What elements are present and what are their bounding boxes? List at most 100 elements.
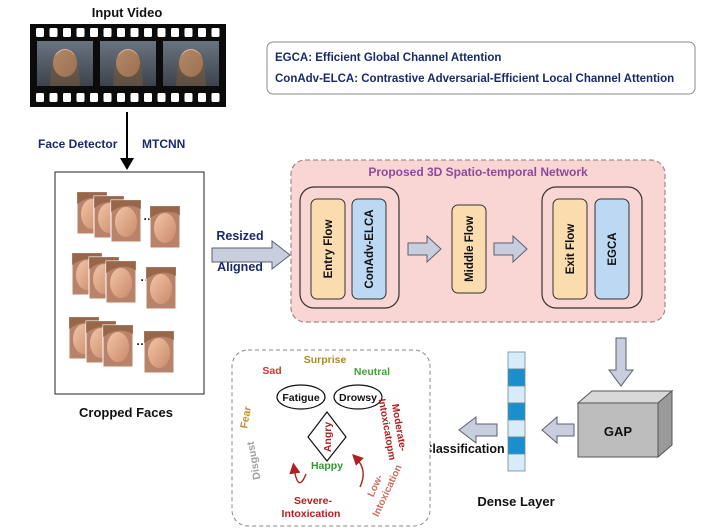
dense-layer-label: Dense Layer [477, 494, 554, 509]
arrow-network-gap [608, 337, 634, 387]
dense-neuron-cell [507, 453, 526, 472]
legend-elca-desc: : Contrastive Adversarial-Efficient Loca… [354, 73, 674, 85]
sprocket-hole [103, 28, 112, 37]
fatigue-ellipse [276, 384, 326, 410]
sprocket-hole [157, 28, 166, 37]
class-surprise: Surprise [304, 354, 347, 366]
cropped-face-image [149, 205, 181, 249]
sprocket-hole [90, 93, 98, 102]
aligned-label: Aligned [217, 260, 263, 274]
resized-label: Resized [216, 229, 263, 243]
sprocket-hole [49, 93, 58, 102]
video-frame-2 [100, 41, 156, 86]
class-neutral: Neutral [354, 366, 390, 378]
sprocket-hole [198, 93, 206, 102]
sprocket-hole [211, 93, 220, 102]
sprocket-hole [198, 28, 206, 37]
drowsy-ellipse [333, 384, 383, 410]
sprocket-hole [184, 28, 193, 37]
sprocket-hole [117, 28, 125, 37]
exit-flow-block [552, 198, 588, 300]
dense-layer [507, 351, 526, 472]
video-frame-3 [163, 41, 219, 86]
classes-panel: Surprise Sad Neutral Fatigue Drowsy Fear… [231, 349, 431, 527]
sprocket-hole [36, 28, 44, 37]
class-happy: Happy [311, 460, 343, 472]
sprocket-hole [211, 28, 220, 37]
cropped-face-image [102, 324, 134, 368]
arrow-gap-dense [541, 415, 575, 445]
class-fatigue: Fatigue [282, 392, 319, 404]
face-detector-arrow [120, 112, 134, 170]
exit-flow-label: Exit Flow [565, 224, 577, 275]
class-severe-line2: Intoxication [282, 508, 341, 520]
gap-box: GAP [576, 389, 674, 459]
sprocket-hole [144, 93, 152, 102]
network-title: Proposed 3D Spatio-temporal Network [368, 165, 588, 179]
class-fear: Fear [238, 406, 254, 430]
sprocket-hole [103, 93, 112, 102]
dense-neuron-cell [507, 385, 526, 404]
input-video-title: Input Video [92, 5, 163, 20]
svg-text:EGCA: Efficient Global Channel: EGCA: Efficient Global Channel Attention [275, 52, 501, 64]
dense-neuron-cell [507, 419, 526, 438]
film-strip [30, 24, 226, 107]
dense-neuron-cell [507, 402, 526, 421]
cropped-faces-panel: ……… [54, 171, 205, 395]
entry-flow-block [310, 198, 346, 300]
cropped-face-image [143, 330, 175, 374]
arrow-dense-classes [458, 415, 498, 445]
conadv-elca-label: ConAdv-ELCA [364, 209, 376, 288]
sprocket-hole [144, 28, 152, 37]
arrow-middle-exit [493, 234, 528, 264]
sprocket-hole [130, 93, 139, 102]
sprocket-hole [49, 28, 58, 37]
class-angry: Angry [322, 422, 334, 452]
middle-flow-label: Middle Flow [464, 216, 476, 282]
dense-neuron-cell [507, 351, 526, 370]
cropped-face-image [145, 266, 177, 310]
preprocess-arrow [211, 239, 291, 271]
sprocket-hole [76, 28, 85, 37]
arrow-entry-middle [407, 234, 442, 264]
sprocket-hole [36, 93, 44, 102]
gap-label: GAP [604, 424, 633, 439]
middle-flow-block [451, 204, 487, 294]
face-detector-label: Face Detector [38, 137, 118, 151]
legend-elca-abbr: ConAdv-ELCA [275, 73, 354, 85]
svg-text:ConAdv-ELCA: Contrastive Adver: ConAdv-ELCA: Contrastive Adversarial-Eff… [275, 73, 674, 85]
cropped-face-image [110, 199, 142, 243]
sprocket-hole [157, 93, 166, 102]
conadv-elca-block [351, 198, 387, 300]
sprocket-hole [76, 93, 85, 102]
sprocket-hole [63, 28, 71, 37]
sprocket-hole [171, 93, 179, 102]
happy-right-arrow [352, 454, 364, 488]
dense-neuron-cell [507, 368, 526, 387]
angry-diamond [307, 411, 347, 462]
video-frame-1 [37, 41, 93, 86]
cropped-face-image [105, 260, 137, 304]
happy-left-arrow [289, 462, 307, 484]
sprocket-hole [63, 93, 71, 102]
classification-label: Classification [423, 442, 504, 456]
dense-neuron-cell [507, 436, 526, 455]
entry-group [299, 186, 400, 309]
legend-egca-abbr: EGCA [275, 52, 308, 64]
sprocket-hole [130, 28, 139, 37]
legend-box: EGCA: Efficient Global Channel Attention… [266, 41, 696, 95]
cropped-faces-label: Cropped Faces [79, 405, 173, 420]
entry-flow-label: Entry Flow [323, 220, 335, 279]
class-sad: Sad [262, 365, 281, 377]
egca-block [594, 198, 630, 300]
sprocket-hole [171, 28, 179, 37]
legend-egca-desc: : Efficient Global Channel Attention [308, 52, 501, 64]
sprocket-hole [184, 93, 193, 102]
class-drowsy: Drowsy [339, 392, 377, 404]
network-panel: Proposed 3D Spatio-temporal Network Entr… [290, 159, 666, 323]
egca-label: EGCA [607, 232, 619, 265]
exit-group [541, 186, 643, 309]
sprocket-hole [117, 93, 125, 102]
class-severe-line1: Severe- [294, 495, 332, 507]
